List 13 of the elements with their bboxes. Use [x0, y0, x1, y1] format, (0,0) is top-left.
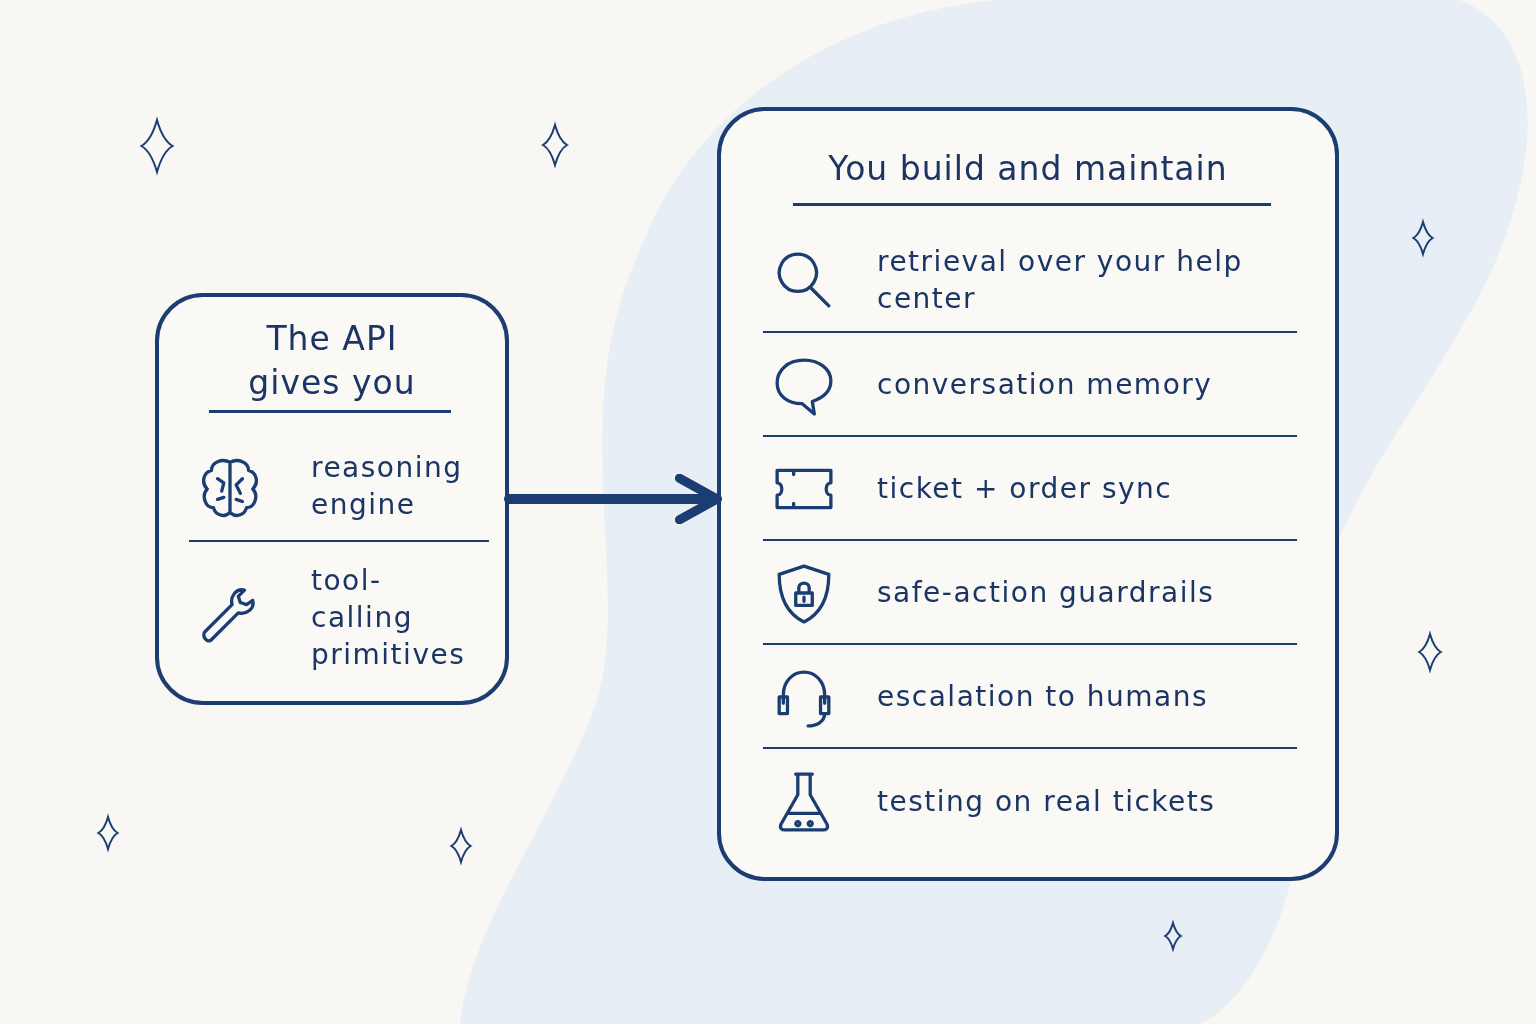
item-label: testing on real tickets — [877, 783, 1217, 820]
item-label: retrieval over your help center — [877, 244, 1244, 317]
panel-card — [155, 293, 509, 705]
panel-heading: You build and maintain — [827, 148, 1229, 190]
panel-heading: The API gives you — [247, 318, 417, 404]
panel-card — [717, 107, 1339, 881]
item-label: ticket + order sync — [877, 470, 1174, 507]
item-label: conversation memory — [877, 366, 1214, 403]
item-label: escalation to humans — [877, 678, 1210, 715]
arrow — [504, 473, 722, 525]
item-label: tool-calling primitives — [311, 562, 467, 673]
item-label: safe-action guardrails — [877, 574, 1216, 611]
item-label: reasoning engine — [311, 450, 464, 523]
